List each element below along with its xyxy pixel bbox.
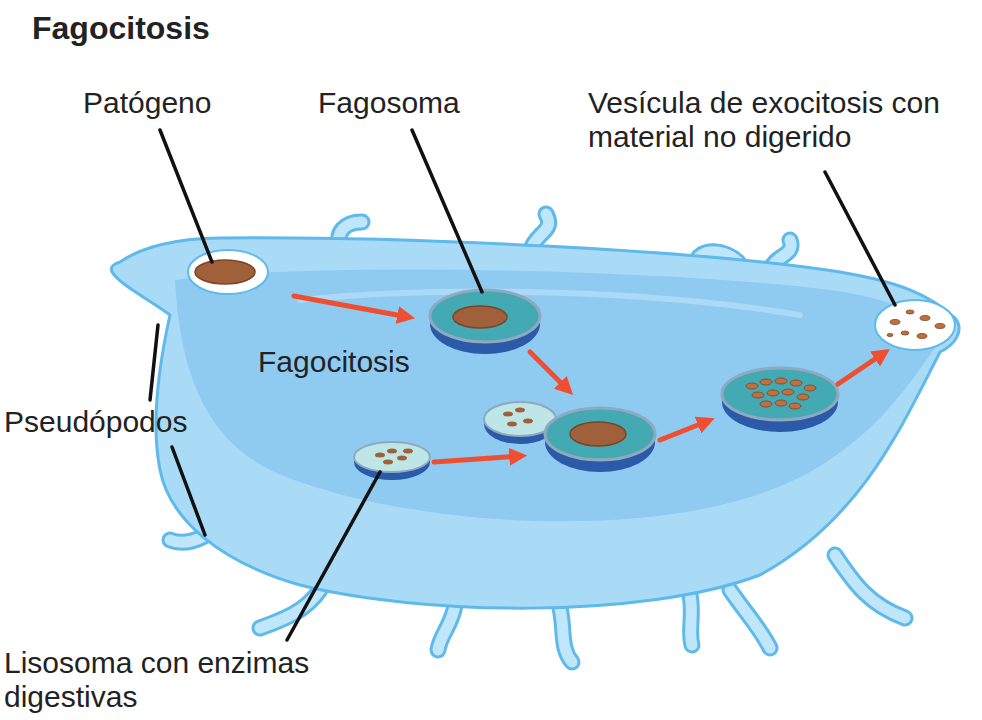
process-arrow <box>838 353 884 384</box>
fragment <box>775 378 787 384</box>
fragment <box>804 385 816 391</box>
part-label: Vesícula de exocitosis con material no d… <box>588 86 940 154</box>
fragment <box>917 334 927 339</box>
process-label: Fagocitosis <box>258 345 410 379</box>
process-arrow <box>434 456 520 462</box>
digested-fragments <box>746 378 816 409</box>
pseudopod <box>690 595 692 645</box>
part-label: Patógeno <box>83 86 211 120</box>
part-label: Fagosoma <box>318 86 460 120</box>
fragment <box>901 331 909 335</box>
process-arrow <box>294 296 408 317</box>
enzyme <box>375 453 385 458</box>
cytoplasm <box>175 269 940 521</box>
phagosome <box>430 290 540 342</box>
enzyme <box>503 412 513 417</box>
pathogen <box>195 260 255 284</box>
enzyme <box>383 460 393 465</box>
process-arrow <box>530 352 568 390</box>
digestive-vesicle <box>722 368 838 420</box>
leader-line <box>160 130 212 262</box>
pseudopod <box>438 605 455 650</box>
fragment <box>760 379 772 385</box>
fragment <box>760 401 772 407</box>
part-label: Pseudópodos <box>4 405 188 439</box>
enzyme <box>397 456 407 461</box>
pseudopod <box>438 605 455 650</box>
leader-line <box>412 130 482 292</box>
fragment <box>887 334 893 337</box>
cell-body <box>111 238 959 608</box>
enzyme <box>515 408 525 413</box>
process-arrows <box>294 296 884 462</box>
pseudopod <box>560 608 572 662</box>
enzyme <box>403 449 413 454</box>
fragment <box>775 400 787 406</box>
enzyme <box>507 422 517 427</box>
leader-line <box>150 325 158 400</box>
digestive-enzymes <box>375 449 413 465</box>
fragment <box>906 310 914 314</box>
fragment <box>789 403 801 409</box>
pathogen <box>570 422 626 446</box>
pseudopod <box>690 595 692 645</box>
part-label: Lisosoma con enzimas digestivas <box>4 646 334 714</box>
pseudopod <box>560 608 572 662</box>
pseudopod <box>730 590 770 648</box>
leader-lines <box>150 130 895 640</box>
pseudopod <box>730 590 770 648</box>
fragment <box>790 380 802 386</box>
undigested-material <box>887 310 945 339</box>
pseudopod <box>835 555 905 618</box>
leader-line <box>287 472 380 640</box>
fragment <box>767 390 779 396</box>
exocytosis-vesicle <box>875 300 955 350</box>
engulfing-pocket <box>188 250 268 294</box>
diagram-title: Fagocitosis <box>32 10 210 47</box>
enzyme <box>523 419 533 424</box>
pathogen <box>453 306 507 328</box>
leader-line <box>172 447 205 535</box>
fragment <box>935 324 945 329</box>
phagolysosome <box>545 408 655 460</box>
digestive-enzymes <box>503 408 533 427</box>
leader-line <box>825 172 895 305</box>
fragment <box>920 316 930 321</box>
fragment <box>746 383 758 389</box>
fragment <box>752 392 764 398</box>
enzyme <box>387 449 397 454</box>
process-arrow <box>660 421 708 440</box>
lysosome <box>354 442 430 472</box>
fragment <box>890 320 900 325</box>
fragment <box>797 394 809 400</box>
pseudopod <box>835 555 905 618</box>
fragment <box>782 389 794 395</box>
